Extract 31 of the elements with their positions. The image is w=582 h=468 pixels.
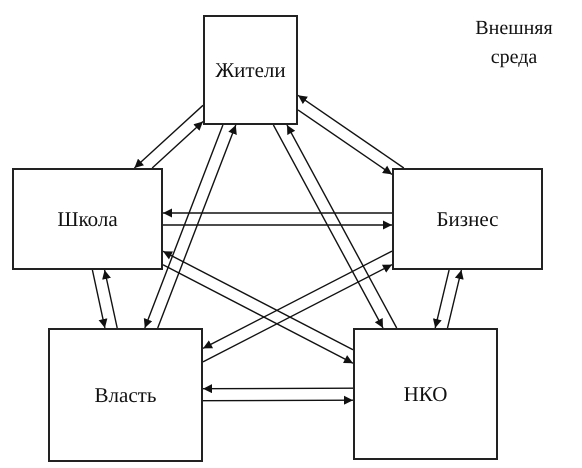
arrow (298, 94, 404, 169)
node-label: Власть (94, 382, 156, 408)
arrow (203, 384, 353, 394)
arrow (163, 208, 392, 218)
node-label: Бизнес (436, 206, 498, 232)
arrow (202, 250, 392, 350)
arrow (134, 104, 204, 169)
entity-box (48, 328, 203, 462)
arrow (157, 124, 237, 328)
note-label: Внешняя среда (474, 16, 554, 70)
node-label: Жители (215, 58, 286, 82)
node-label: Школа (57, 206, 118, 232)
arrow (298, 109, 392, 175)
arrow (272, 124, 384, 328)
arrow (203, 396, 353, 405)
entity-box (392, 168, 543, 270)
arrow (152, 120, 204, 169)
arrow (432, 270, 450, 328)
arrow (162, 264, 354, 364)
entity-box (12, 168, 163, 270)
arrow (92, 270, 108, 328)
arrow (446, 270, 464, 328)
arrow (162, 250, 354, 350)
node-label: НКО (404, 382, 448, 406)
arrow (144, 124, 224, 328)
arrow (102, 270, 118, 328)
entity-box (203, 15, 298, 125)
arrow (163, 220, 392, 230)
entity-box (353, 328, 498, 460)
arrow (286, 124, 398, 328)
arrow (202, 264, 392, 363)
